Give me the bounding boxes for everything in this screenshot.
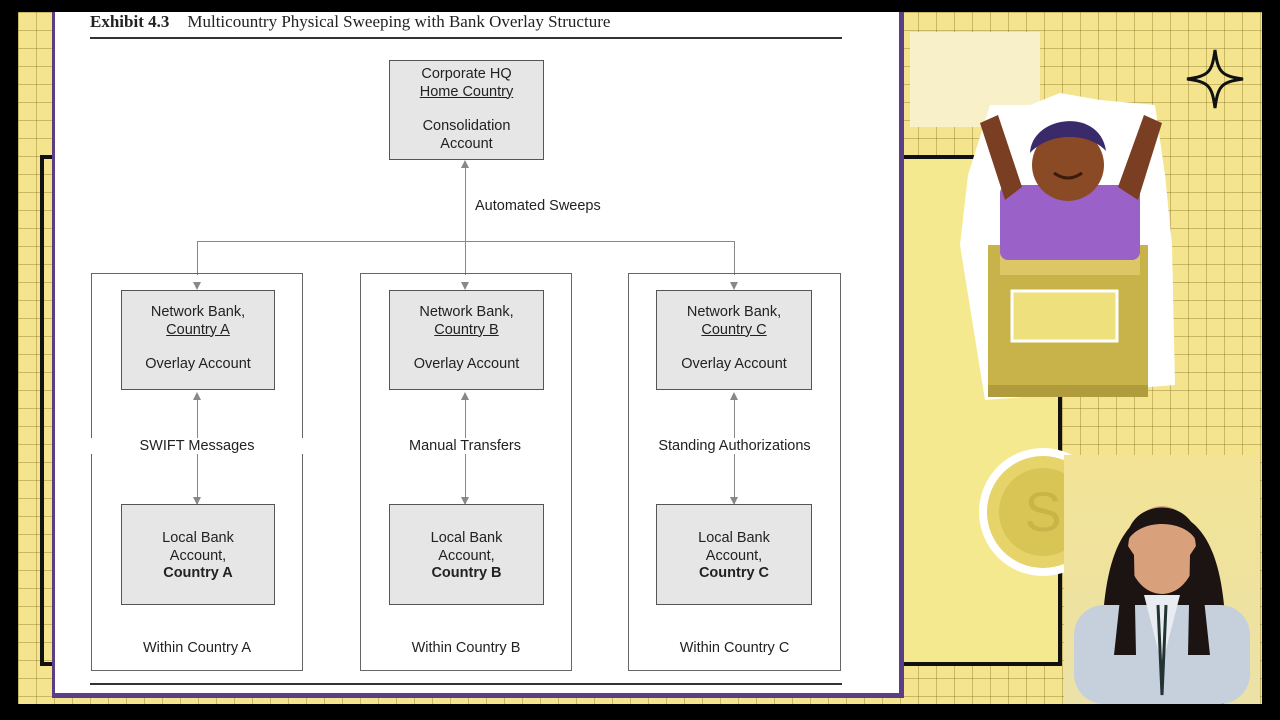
hq-box: Corporate HQ Home Country Consolidation … <box>389 60 544 160</box>
arrow-down-b <box>461 282 469 290</box>
arrow-down-local-a <box>193 497 201 505</box>
network-bank-label: Network Bank, <box>419 304 514 320</box>
country-group-a <box>91 273 303 671</box>
exhibit-number: Exhibit 4.3 <box>90 12 170 31</box>
presenter-video <box>1064 455 1260 704</box>
link-label-c: Standing Authorizations <box>638 438 831 454</box>
local-bank-box-b: Local Bank Account, Country B <box>389 504 544 605</box>
local-bank-country: Country A <box>163 565 233 581</box>
title-rule <box>90 37 842 39</box>
connector-center <box>465 167 466 275</box>
decorative-frame-left <box>40 155 56 666</box>
local-bank-label: Local Bank <box>430 530 503 546</box>
connector-horizontal <box>197 241 735 242</box>
arrow-up-c <box>730 392 738 400</box>
local-bank-account: Account, <box>169 547 227 564</box>
local-bank-account: Account, <box>705 547 763 564</box>
local-bank-account: Account, <box>438 547 495 564</box>
network-bank-country: Country C <box>701 321 767 338</box>
arrow-down-local-b <box>461 497 469 505</box>
within-label-c: Within Country C <box>679 640 790 656</box>
link-label-a: SWIFT Messages <box>91 438 303 454</box>
arrow-up-a <box>193 392 201 400</box>
hq-line3: Consolidation <box>422 118 511 134</box>
sparkle-icon <box>1186 49 1244 109</box>
within-label-b: Within Country B <box>411 640 521 656</box>
arrow-up-hq <box>461 160 469 168</box>
exhibit-caption: Multicountry Physical Sweeping with Bank… <box>187 12 611 31</box>
network-bank-box-b: Network Bank, Country B Overlay Account <box>389 290 544 390</box>
arrow-down-local-c <box>730 497 738 505</box>
local-bank-box-c: Local Bank Account, Country C <box>656 504 812 605</box>
arrow-down-a <box>193 282 201 290</box>
overlay-account-label: Overlay Account <box>145 356 251 372</box>
arrow-down-c <box>730 282 738 290</box>
sweep-label: Automated Sweeps <box>475 198 601 214</box>
link-label-b: Manual Transfers <box>395 438 535 454</box>
network-bank-country: Country A <box>166 321 230 338</box>
document-panel: Exhibit 4.3 Multicountry Physical Sweepin… <box>52 12 904 698</box>
kid-in-box-illustration <box>960 93 1175 400</box>
connector-right <box>734 241 735 275</box>
coin-symbol: S <box>1024 480 1061 543</box>
network-bank-box-a: Network Bank, Country A Overlay Account <box>121 290 275 390</box>
country-group-b <box>360 273 572 671</box>
local-bank-country: Country C <box>698 565 770 581</box>
overlay-account-label: Overlay Account <box>681 356 787 372</box>
overlay-account-label: Overlay Account <box>413 356 520 372</box>
network-bank-label: Network Bank, <box>150 304 246 320</box>
local-bank-label: Local Bank <box>162 530 234 546</box>
exhibit-title: Exhibit 4.3 Multicountry Physical Sweepin… <box>90 12 610 32</box>
bottom-rule <box>90 683 842 685</box>
hq-line1: Corporate HQ <box>421 66 512 82</box>
connector-left <box>197 241 198 275</box>
within-label-a: Within Country A <box>143 640 251 656</box>
network-bank-country: Country B <box>434 321 499 338</box>
local-bank-label: Local Bank <box>698 530 770 546</box>
network-bank-box-c: Network Bank, Country C Overlay Account <box>656 290 812 390</box>
arrow-up-b <box>461 392 469 400</box>
hq-line2: Home Country <box>419 83 514 100</box>
local-bank-country: Country B <box>431 565 502 581</box>
network-bank-label: Network Bank, <box>686 304 782 320</box>
country-group-c <box>628 273 841 671</box>
local-bank-box-a: Local Bank Account, Country A <box>121 504 275 605</box>
hq-line4: Account <box>440 135 493 152</box>
